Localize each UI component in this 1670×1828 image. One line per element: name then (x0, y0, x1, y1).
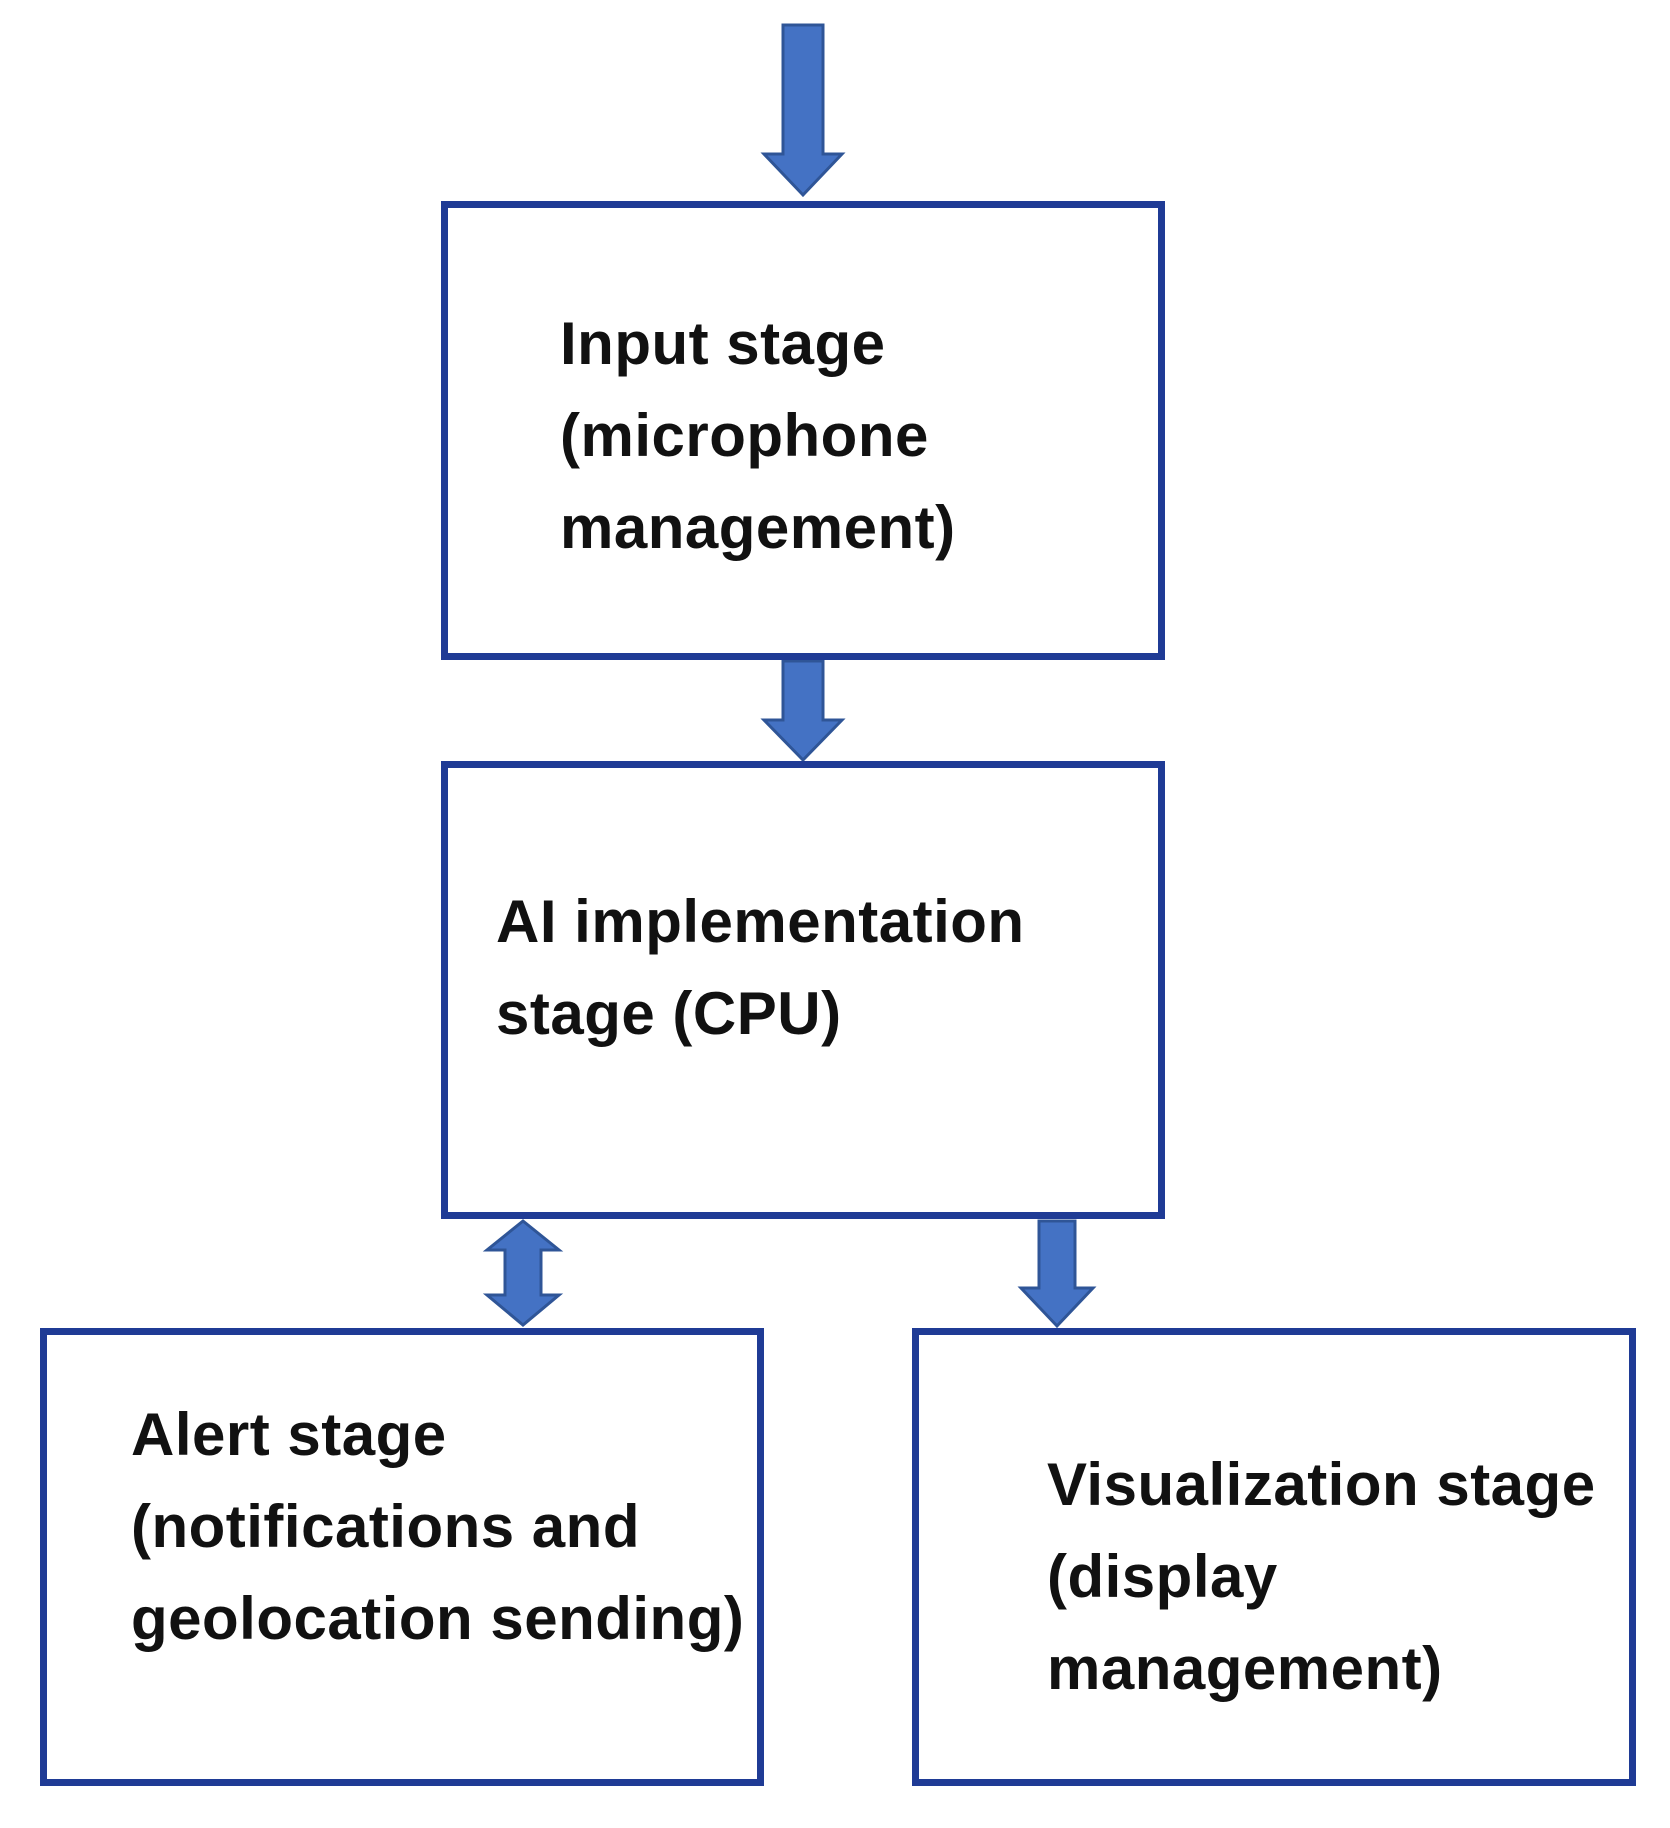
visualization-stage-box: Visualization stage (display management) (912, 1328, 1636, 1786)
entry-arrow (760, 23, 846, 198)
visualization-stage-label: Visualization stage (display management) (1047, 1451, 1596, 1702)
ai-implementation-stage-label: AI implementation stage (CPU) (496, 888, 1025, 1047)
arrow-ai-to-visualization (1017, 1219, 1097, 1329)
input-stage-label: Input stage (microphone management) (560, 310, 956, 561)
arrow-ai-alert-bidirectional (482, 1219, 564, 1327)
alert-stage-box: Alert stage (notifications and geolocati… (40, 1328, 764, 1786)
arrow-input-to-ai (760, 659, 846, 763)
alert-stage-label: Alert stage (notifications and geolocati… (131, 1401, 745, 1652)
input-stage-box: Input stage (microphone management) (441, 201, 1165, 660)
ai-implementation-stage-box: AI implementation stage (CPU) (441, 761, 1165, 1219)
